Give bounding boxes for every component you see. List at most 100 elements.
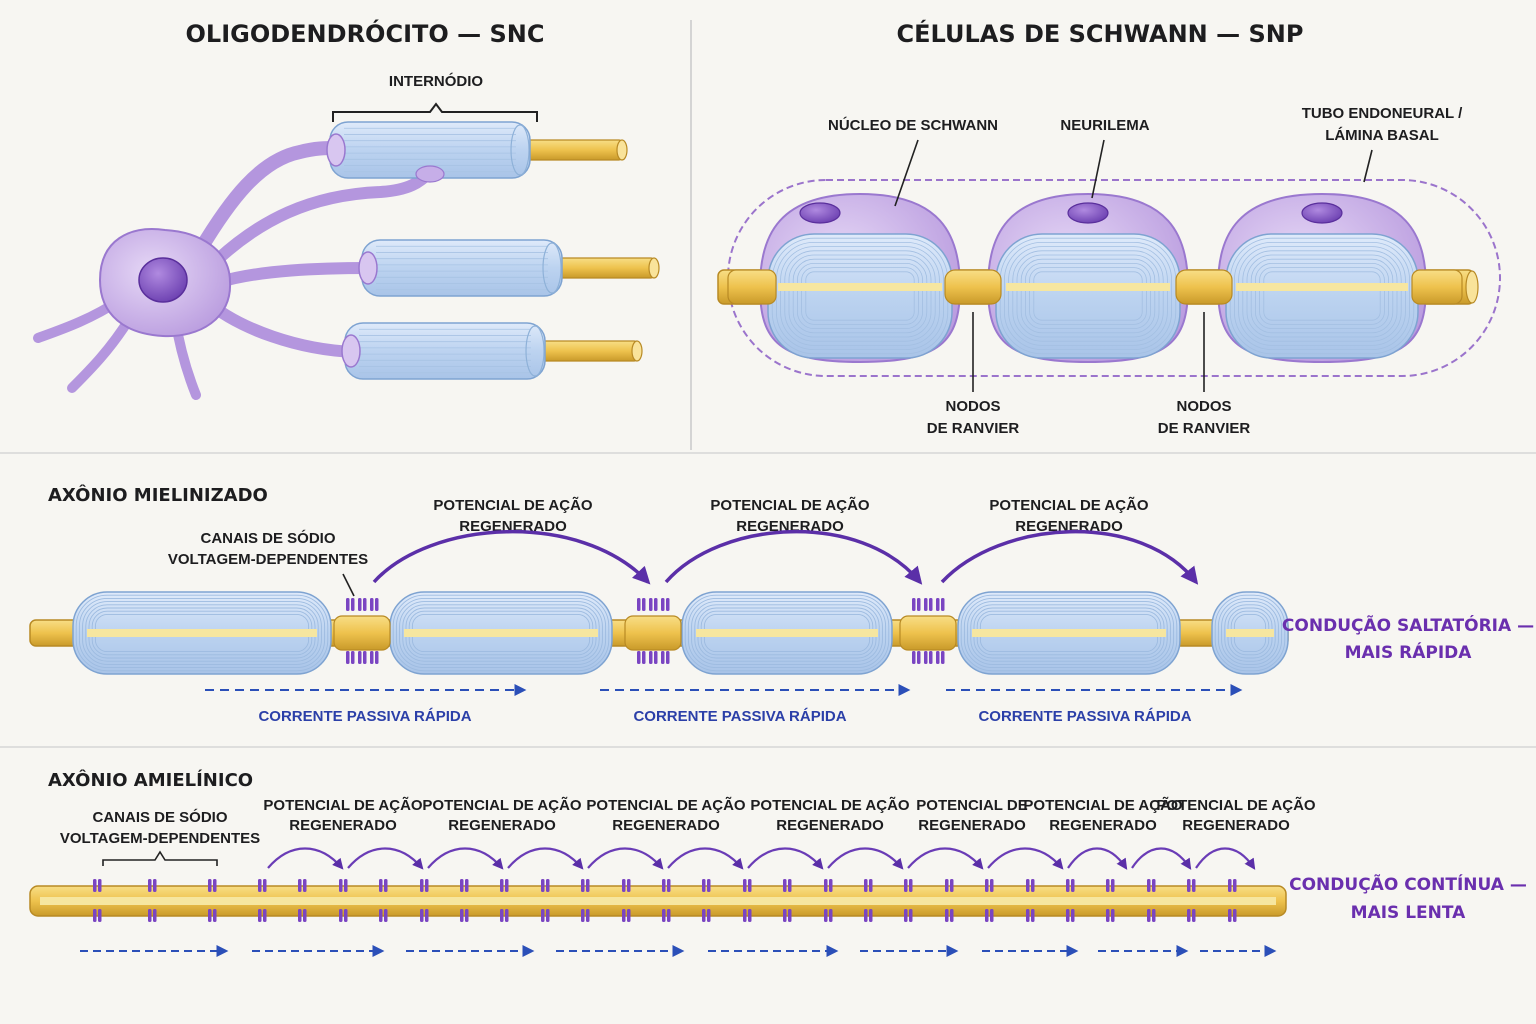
schwann-myelin-3 xyxy=(1225,233,1419,359)
unmyelinated-channel-top-28 xyxy=(1228,879,1237,892)
myelinated-node-3-channel-bottom-2-subunit xyxy=(929,651,933,664)
unmyelinated-channel-top-11-subunit xyxy=(546,879,550,892)
unmyelinated-channel-bottom-13-subunit xyxy=(622,909,626,922)
myelinated-sheath-1-lamella xyxy=(85,604,319,662)
schwann-lamella xyxy=(1033,271,1143,321)
unmyelinated-channel-bottom-9-subunit xyxy=(460,909,464,922)
unmyelinated-channel-bottom-20 xyxy=(904,909,913,922)
myelinated-sheath-2-lamella xyxy=(392,594,610,672)
unmyelinated-channel-bottom-10 xyxy=(500,909,509,922)
myelinated-node-1-channel-bottom-3-subunit xyxy=(375,651,379,664)
unmyelinated-channel-top-16 xyxy=(743,879,752,892)
myelinated-title: AXÔNIO MIELINIZADO xyxy=(48,484,268,506)
unmyelinated-channel-bottom-22-subunit xyxy=(985,909,989,922)
myelinated-channels-pointer xyxy=(342,573,355,597)
unmyelinated-channel-top-26-subunit xyxy=(1147,879,1151,892)
schwann-node-start xyxy=(727,269,777,305)
myelinated-node-1-channel-bottom-3-subunit xyxy=(370,651,374,664)
unmyelinated-channel-top-17-subunit xyxy=(783,879,787,892)
myelinated-inner-axon-1 xyxy=(87,629,317,637)
unmyelinated-channel-bottom-7 xyxy=(379,909,388,922)
oligo-process-attachment xyxy=(341,334,361,368)
unmyelinated-channel-bottom-7-subunit xyxy=(384,909,388,922)
myelinated-node-3-channel-bottom-1-subunit xyxy=(912,651,916,664)
unmyelinated-channel-top-24-subunit xyxy=(1071,879,1075,892)
myelinated-node-1-channel-top-3 xyxy=(370,598,379,611)
continuous-jump-arrow-4 xyxy=(507,847,584,870)
schwann-lamella xyxy=(1259,267,1385,325)
unmyelinated-channel-top-7-subunit xyxy=(379,879,383,892)
myelinated-node-3-channel-top-3 xyxy=(936,598,945,611)
continuous-result-line2: MAIS LENTA xyxy=(1351,903,1467,923)
myelinated-node-3-channel-bottom-3 xyxy=(936,651,945,664)
unmyelinated-channel-top-8-subunit xyxy=(425,879,429,892)
unmyelinated-channel-bottom-6 xyxy=(339,909,348,922)
continuous-jump-arrow-8 xyxy=(827,847,904,870)
unmyelinated-channel-bottom-14 xyxy=(662,909,671,922)
unmyelinated-ap-label-2-line1: POTENCIAL DE AÇÃO xyxy=(422,796,582,814)
unmyelinated-channel-top-16-subunit xyxy=(748,879,752,892)
unmyelinated-channels-bracket xyxy=(102,850,218,866)
internode-bracket xyxy=(332,102,538,122)
unmyelinated-ap-label-3-line1: POTENCIAL DE AÇÃO xyxy=(586,796,746,814)
oligo-sheath-end xyxy=(525,325,545,377)
unmyelinated-channel-top-15 xyxy=(702,879,711,892)
schwann-myelin-2 xyxy=(995,233,1181,359)
oligo-sheath-2 xyxy=(358,239,563,297)
myelinated-node-3-channel-top-2-subunit xyxy=(924,598,928,611)
schwann-lamella xyxy=(1029,267,1147,325)
unmyelinated-channel-top-5-subunit xyxy=(298,879,302,892)
schwann-nucleus-3 xyxy=(1301,202,1343,224)
unmyelinated-channel-bottom-16-subunit xyxy=(748,909,752,922)
unmyelinated-ap-label-6-line1: POTENCIAL DE AÇÃO xyxy=(1023,796,1183,814)
unmyelinated-channel-bottom-3-subunit xyxy=(213,909,217,922)
myelinated-node-2-channel-bottom-1-subunit xyxy=(637,651,641,664)
unmyelinated-channel-top-25-subunit xyxy=(1106,879,1110,892)
myelinated-sheath-3-lamella xyxy=(694,604,880,662)
unmyelinated-channel-bottom-15-subunit xyxy=(702,909,706,922)
unmyelinated-channel-top-3-subunit xyxy=(208,879,212,892)
myelinated-node-2-channel-top-1-subunit xyxy=(637,598,641,611)
myelinated-node-2-channel-bottom-2-subunit xyxy=(654,651,658,664)
schwann-lamella xyxy=(1255,262,1390,329)
schwann-nucleus-label: NÚCLEO DE SCHWANN xyxy=(828,116,998,134)
unmyelinated-channel-top-6 xyxy=(339,879,348,892)
unmyelinated-channel-top-22-subunit xyxy=(985,879,989,892)
continuous-jump-arrow-13 xyxy=(1195,847,1256,870)
continuous-jump-arrow-6 xyxy=(667,847,744,870)
unmyelinated-channel-bottom-28-subunit xyxy=(1233,909,1237,922)
unmyelinated-channel-bottom-13 xyxy=(622,909,631,922)
oligo-axon-1 xyxy=(521,139,623,161)
unmyelinated-channel-bottom-22 xyxy=(985,909,994,922)
continuous-result-line1: CONDUÇÃO CONTÍNUA — xyxy=(1289,872,1527,895)
unmyelinated-channel-top-14-subunit xyxy=(667,879,671,892)
schwann-inner-axon xyxy=(1236,283,1408,291)
myelinated-sheath-3-lamella xyxy=(687,597,887,669)
unmyelinated-channel-top-18-subunit xyxy=(829,879,833,892)
schwann-panel: CÉLULAS DE SCHWANN — SNP NÚCLEO DE SCHWA… xyxy=(717,19,1501,437)
unmyelinated-channel-bottom-2-subunit xyxy=(153,909,157,922)
myelinated-node-3-channel-top-3-subunit xyxy=(941,598,945,611)
oligo-sheaths xyxy=(326,121,660,380)
unmyelinated-channel-bottom-15 xyxy=(702,909,711,922)
internode-label: INTERNÓDIO xyxy=(389,72,484,90)
neurilemma-pointer xyxy=(1091,139,1105,199)
schwann-nucleus-1 xyxy=(799,202,841,224)
unmyelinated-channel-top-10-subunit xyxy=(500,879,504,892)
unmyelinated-channel-bottom-23-subunit xyxy=(1031,909,1035,922)
myelinated-sheath-5-lamella xyxy=(1224,604,1276,662)
schwann-inner-axon xyxy=(778,283,942,291)
myelinated-node-2-channel-top-3 xyxy=(661,598,670,611)
unmyelinated-channel-bottom-17-subunit xyxy=(783,909,787,922)
myelinated-node-2-channel-top-1-subunit xyxy=(642,598,646,611)
myelinated-sheath-1-lamella xyxy=(75,594,329,672)
schwann-inner-axon xyxy=(1006,283,1170,291)
unmyelinated-channel-top-11-subunit xyxy=(541,879,545,892)
unmyelinated-channel-bottom-27-subunit xyxy=(1187,909,1191,922)
unmyelinated-channel-top-23 xyxy=(1026,879,1035,892)
unmyelinated-channel-bottom-11-subunit xyxy=(541,909,545,922)
myelinated-node-1-channel-top-3-subunit xyxy=(375,598,379,611)
unmyelinated-channel-bottom-4 xyxy=(258,909,267,922)
